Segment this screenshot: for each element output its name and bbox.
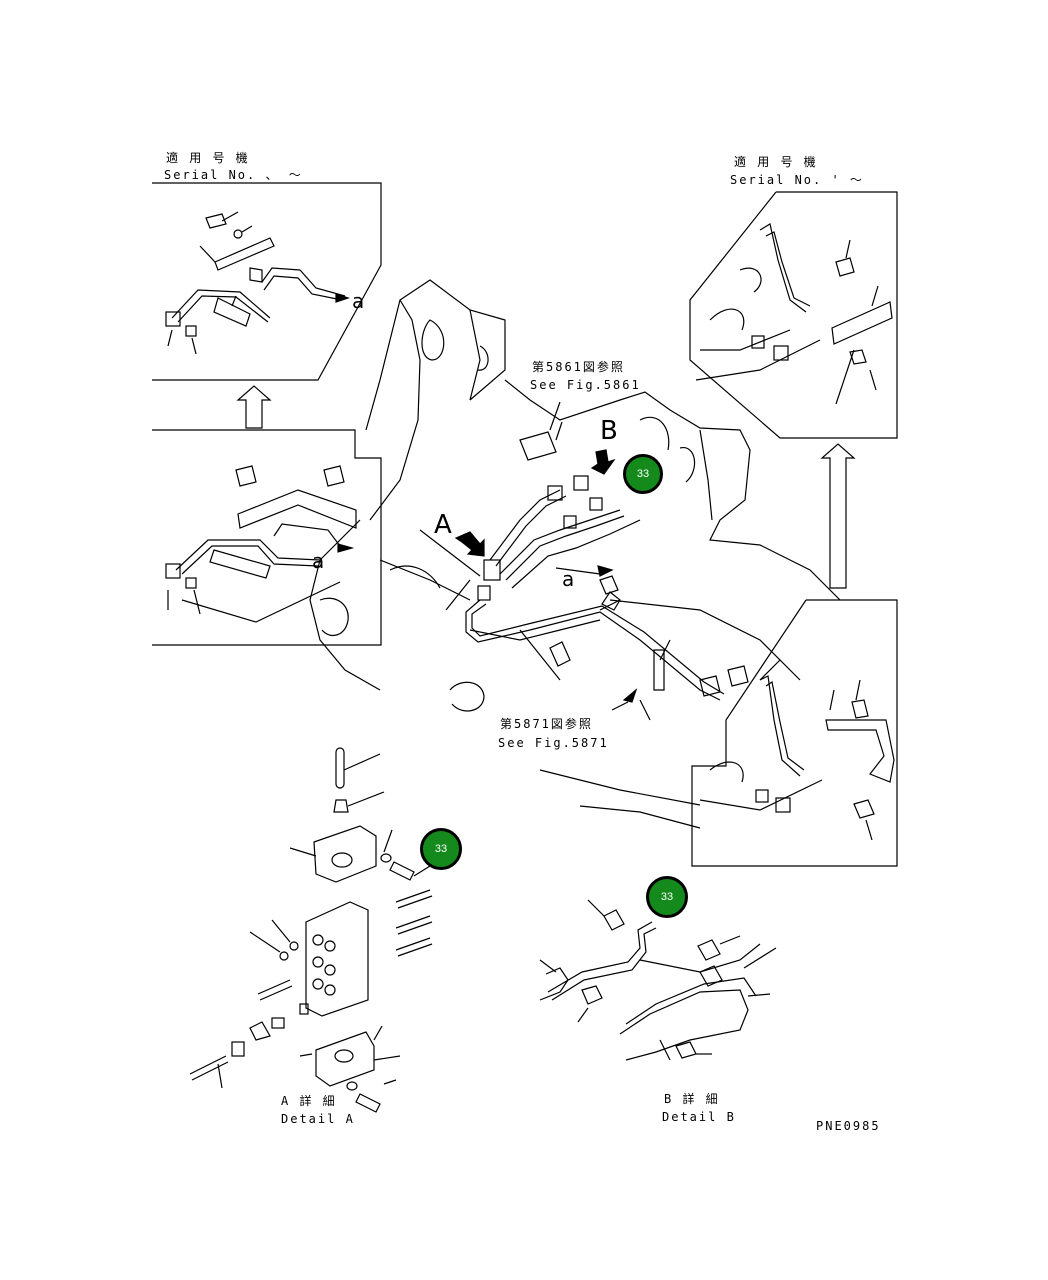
ref-fig-5871-en: See Fig.5871 xyxy=(498,736,609,750)
callout-33-detail-a[interactable]: 33 xyxy=(420,828,462,870)
detail-a-title-en: Detail A xyxy=(281,1112,355,1126)
ref-fig-5861-jp: 第5861図参照 xyxy=(532,360,625,374)
label-a-top-left: a xyxy=(352,289,365,313)
callout-33-main[interactable]: 33 xyxy=(623,454,663,494)
detail-b-assembly xyxy=(539,899,777,1061)
ref-fig-5871-jp: 第5871図参照 xyxy=(500,717,593,731)
inset-lower-right-parts xyxy=(699,675,895,841)
detail-a-assembly xyxy=(189,747,433,1113)
detail-b-title-en: Detail B xyxy=(662,1110,736,1124)
view-marker-a: A xyxy=(434,510,452,540)
inset-top-right-parts xyxy=(695,223,893,405)
inset-frame-top-left xyxy=(152,182,382,381)
inset-frame-lower-left xyxy=(152,429,382,646)
arrow-up-left xyxy=(236,385,272,429)
serial-heading-left: 適 用 号 機 xyxy=(166,151,250,165)
detail-b-title-jp: B 詳 細 xyxy=(664,1092,720,1106)
ref-fig-5861-en: See Fig.5861 xyxy=(530,378,641,392)
inset-frame-lower-right xyxy=(691,599,898,867)
label-a-center: a xyxy=(562,567,575,591)
serial-heading-right: 適 用 号 機 xyxy=(734,155,818,169)
inset-frame-top-right xyxy=(689,191,898,439)
serial-number-left: Serial No. 、 ～ xyxy=(164,168,303,182)
serial-number-right: Serial No. ' ～ xyxy=(730,173,864,187)
view-marker-b: B xyxy=(600,416,618,446)
arrow-up-right xyxy=(820,443,856,589)
main-pipe-routing xyxy=(419,401,781,721)
detail-a-title-jp: A 詳 細 xyxy=(281,1094,337,1108)
label-a-lower-left: a xyxy=(312,549,325,573)
callout-33-detail-b[interactable]: 33 xyxy=(646,876,688,918)
inset-top-left-parts xyxy=(165,211,350,355)
inset-lower-left-parts xyxy=(165,465,357,623)
drawing-code: PNE0985 xyxy=(816,1119,881,1133)
